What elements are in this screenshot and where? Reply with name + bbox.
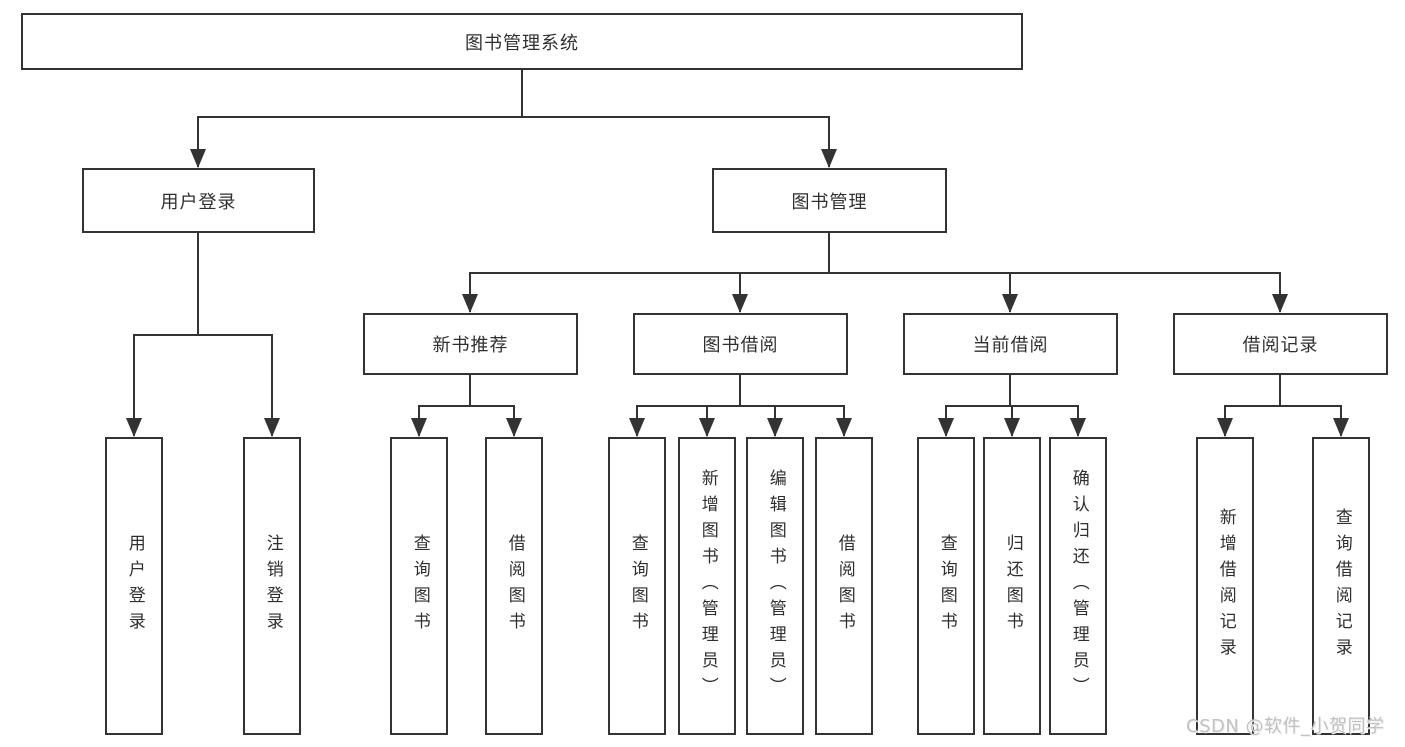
node-book-management-label: 图书管理	[791, 191, 868, 213]
leaf-edit-book-admin: 编辑图书（管理员）	[746, 437, 804, 735]
node-book-management: 图书管理	[712, 168, 947, 233]
leaf-user-login: 用户登录	[105, 437, 163, 735]
leaf-add-borrow-record: 新增借阅记录	[1196, 437, 1254, 735]
node-user-login-label: 用户登录	[160, 191, 237, 213]
node-borrow-records: 借阅记录	[1173, 313, 1388, 375]
node-current-borrow-label: 当前借阅	[972, 335, 1049, 356]
leaf-user-login-label: 用户登录	[124, 534, 145, 638]
leaf-borrow-book-recommend: 借阅图书	[485, 437, 543, 735]
leaf-edit-book-admin-label: 编辑图书（管理员）	[765, 469, 786, 703]
node-new-book-recommend-label: 新书推荐	[432, 335, 509, 356]
leaf-query-book-borrow: 查询图书	[608, 437, 666, 735]
leaf-confirm-return-admin-label: 确认归还（管理员）	[1068, 469, 1089, 703]
leaf-borrow-book-label: 借阅图书	[834, 534, 855, 638]
leaf-query-book-recommend-label: 查询图书	[409, 534, 430, 638]
leaf-query-book-current-label: 查询图书	[936, 534, 957, 638]
node-book-borrow-label: 图书借阅	[702, 335, 779, 356]
node-book-borrow: 图书借阅	[633, 313, 848, 375]
leaf-return-book: 归还图书	[983, 437, 1041, 735]
leaf-query-borrow-record-label: 查询借阅记录	[1331, 508, 1352, 664]
leaf-borrow-book-recommend-label: 借阅图书	[504, 534, 525, 638]
arrowheads	[126, 149, 1349, 437]
node-current-borrow: 当前借阅	[903, 313, 1118, 375]
leaf-add-book-admin-label: 新增图书（管理员）	[697, 469, 718, 703]
leaf-confirm-return-admin: 确认归还（管理员）	[1049, 437, 1107, 735]
leaf-add-borrow-record-label: 新增借阅记录	[1215, 508, 1236, 664]
node-new-book-recommend: 新书推荐	[363, 313, 578, 375]
csdn-watermark: CSDN @软件_小贺同学	[1186, 716, 1385, 737]
leaf-add-book-admin: 新增图书（管理员）	[678, 437, 736, 735]
leaf-logout-label: 注销登录	[262, 534, 283, 638]
leaf-borrow-book: 借阅图书	[815, 437, 873, 735]
leaf-query-book-borrow-label: 查询图书	[627, 534, 648, 638]
node-root-label: 图书管理系统	[465, 32, 579, 54]
leaf-logout: 注销登录	[243, 437, 301, 735]
leaf-query-borrow-record: 查询借阅记录	[1312, 437, 1370, 735]
node-borrow-records-label: 借阅记录	[1242, 335, 1319, 356]
leaf-query-book-current: 查询图书	[917, 437, 975, 735]
leaf-return-book-label: 归还图书	[1002, 534, 1023, 638]
leaf-query-book-recommend: 查询图书	[390, 437, 448, 735]
node-user-login: 用户登录	[82, 168, 315, 233]
node-root: 图书管理系统	[21, 13, 1023, 70]
